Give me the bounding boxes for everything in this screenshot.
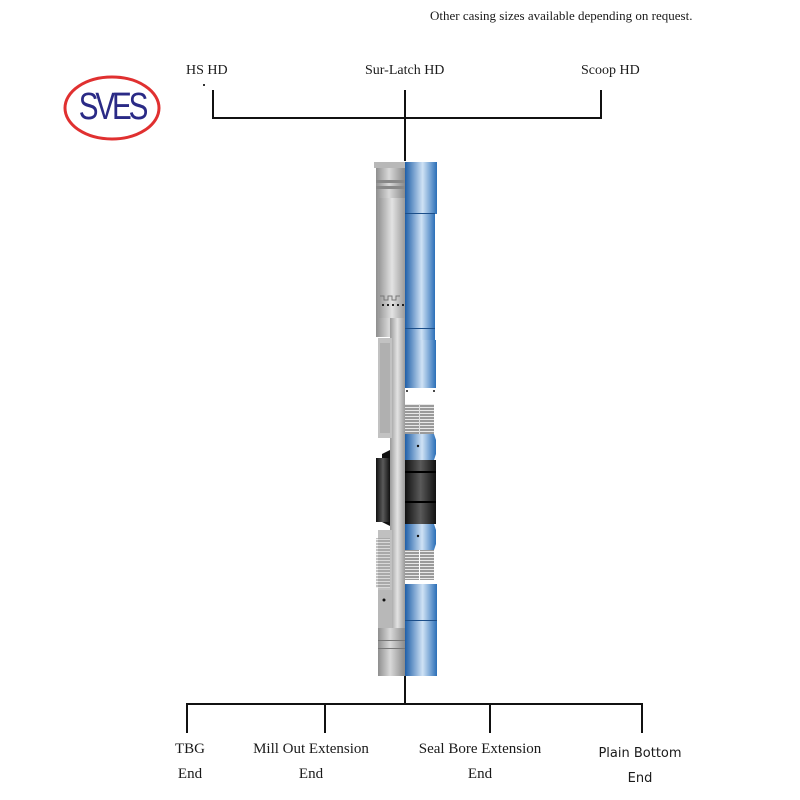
option-plain-bottom-end: Plain Bottom End xyxy=(598,741,681,791)
option-seal-bore-line1: Seal Bore Extension xyxy=(418,741,542,757)
option-hs-hd: HS HD xyxy=(186,63,228,78)
packer-tool-icon xyxy=(374,162,437,676)
option-seal-bore-extension-end: Seal Bore Extension End xyxy=(419,737,541,787)
top-connector-scoop xyxy=(600,90,602,119)
bottom-connector-plain-bottom xyxy=(641,703,643,733)
top-bracket-horizontal xyxy=(212,117,602,119)
option-tbg-end: TBG End xyxy=(175,737,205,787)
top-connector-hs xyxy=(212,90,214,119)
casing-sizes-note: Other casing sizes available depending o… xyxy=(430,8,693,23)
option-plain-bottom-line2: End xyxy=(627,771,653,786)
option-plain-bottom-line1: Plain Bottom xyxy=(598,746,682,761)
bottom-bracket-horizontal xyxy=(186,703,643,705)
option-mill-out-line1: Mill Out Extension xyxy=(253,741,369,757)
sves-logo: SVES xyxy=(62,74,162,142)
packer-tool-drawing xyxy=(370,158,442,680)
bottom-connector-seal-bore xyxy=(489,703,491,733)
option-seal-bore-line2: End xyxy=(467,766,493,782)
bottom-connector-mill-out xyxy=(324,703,326,733)
logo-ellipse-icon xyxy=(63,75,161,141)
tiny-dot xyxy=(203,84,205,86)
option-tbg-line2: End xyxy=(177,766,203,782)
option-mill-out-extension-end: Mill Out Extension End xyxy=(253,737,369,787)
bottom-connector-center xyxy=(404,676,406,705)
option-scoop-hd: Scoop HD xyxy=(581,63,640,78)
option-mill-out-line2: End xyxy=(298,766,324,782)
option-sur-latch-hd: Sur-Latch HD xyxy=(365,63,445,78)
top-connector-center xyxy=(404,90,406,161)
option-tbg-line1: TBG xyxy=(175,741,205,757)
bottom-connector-tbg xyxy=(186,703,188,733)
logo-text: SVES xyxy=(78,86,149,128)
